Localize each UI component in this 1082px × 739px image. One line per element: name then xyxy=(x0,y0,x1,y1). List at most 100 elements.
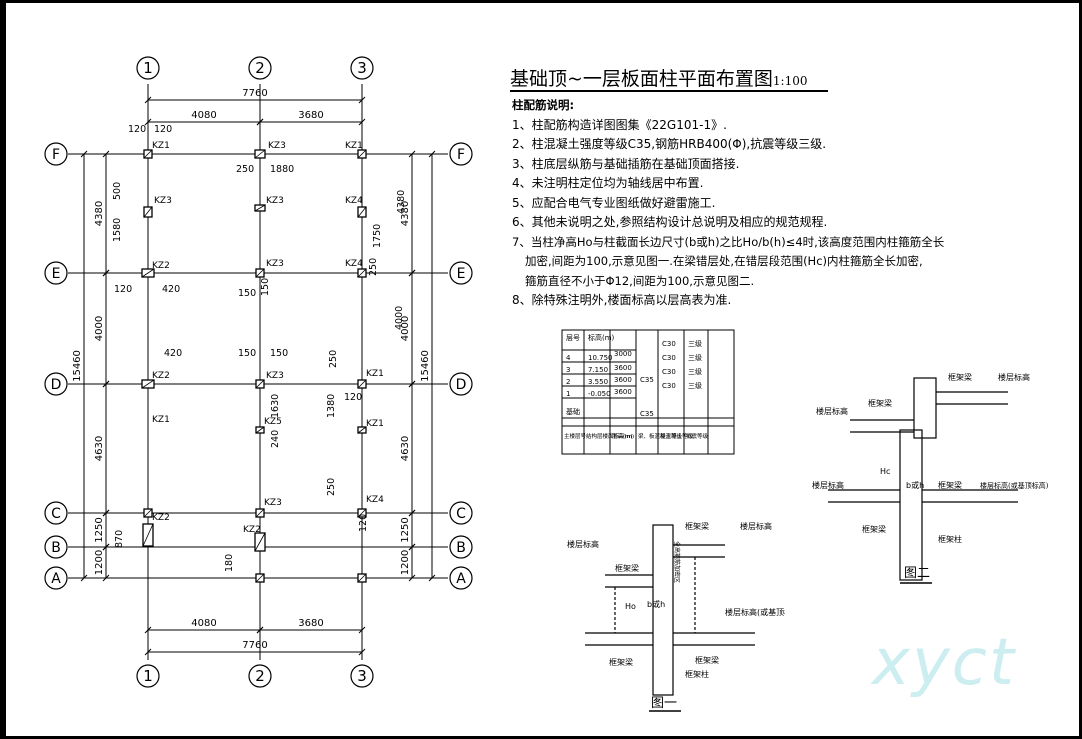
note-item: 3、柱底层纵筋与基础插筋在基础顶面搭接. xyxy=(512,156,740,171)
axis-bubble xyxy=(44,566,68,590)
table-cell: 三级 xyxy=(688,381,702,390)
fig2-label: 框架梁 xyxy=(938,480,962,490)
axis-bubble xyxy=(248,664,272,688)
axis-letter: A xyxy=(456,571,466,587)
fig1-label: 框架梁 xyxy=(609,657,633,667)
title-main: 基础顶~一层板面柱平面布置图 xyxy=(510,68,773,90)
axis-letter: C xyxy=(456,506,466,522)
column-label: KZ1 xyxy=(152,141,170,151)
dimension-text: 4080 xyxy=(191,618,216,629)
note-item: 8、除特殊注明外,楼面标高以层高表为准. xyxy=(512,293,732,307)
plan-dimension: 150 xyxy=(260,278,271,296)
axis-letter: D xyxy=(51,377,62,393)
plan-dimension: 420 xyxy=(164,348,182,359)
table-foot: 结构层楼面标高(m) xyxy=(586,432,634,440)
axis-bubble xyxy=(44,501,68,525)
note-item: 6、其他未说明之处,参照结构设计总说明及相应的规范规程. xyxy=(512,215,828,229)
table-cell: 3600 xyxy=(614,376,632,384)
plan-dimension: 250 xyxy=(328,350,339,368)
table-foot: 梁、板混凝土等级 xyxy=(638,432,683,440)
note-item: 4、未注明柱定位均为轴线居中布置. xyxy=(512,176,704,190)
axis-number: 1 xyxy=(143,667,153,685)
table-hdr: 标高(m) xyxy=(588,333,615,342)
table-cell: C30 xyxy=(662,368,676,376)
axis-bubble xyxy=(449,566,473,590)
dimension-text: 15460 xyxy=(420,350,431,382)
table-cell: C30 xyxy=(662,340,676,348)
dimension-text: 7760 xyxy=(242,640,267,651)
fig2-label: 楼层标高 xyxy=(816,406,848,416)
column-label: KZ4 xyxy=(345,259,363,269)
table-cell: 基础 xyxy=(566,407,580,416)
table-hdr: 层号 xyxy=(566,334,580,342)
axis-bubble xyxy=(449,501,473,525)
fig2-label: Hc xyxy=(880,467,890,476)
dimension-text: 1200 xyxy=(400,550,411,575)
column-label: KZ3 xyxy=(266,259,284,269)
fig2-label: b或h xyxy=(906,480,924,490)
table-cell: 三级 xyxy=(688,367,702,376)
axis-number: 3 xyxy=(357,59,367,77)
axis-letter: E xyxy=(52,266,61,282)
table-cell: C30 xyxy=(662,354,676,362)
dimension-text: 4380 xyxy=(400,201,411,226)
axis-letter: E xyxy=(457,266,466,282)
table-cell: C35 xyxy=(640,376,654,384)
plan-dimension: 150 xyxy=(238,288,256,299)
table-cell: 7.150 xyxy=(588,366,608,374)
axis-number: 3 xyxy=(357,667,367,685)
plan-dimension: 250 xyxy=(236,164,254,175)
table-foot: 层高(m) xyxy=(612,432,633,440)
fig1-label: 框架梁 xyxy=(615,563,639,573)
plan-dimension: 4380 xyxy=(396,190,407,214)
column-label: KZ1 xyxy=(152,415,170,425)
axis-letter: C xyxy=(51,506,61,522)
column-label: KZ4 xyxy=(345,196,363,206)
fig2-label: 框架梁 xyxy=(948,372,972,382)
axis-number: 1 xyxy=(143,59,153,77)
notes-heading: 柱配筋说明: xyxy=(512,98,575,112)
dimension-text: 3680 xyxy=(298,110,323,121)
table-cell: 3600 xyxy=(614,388,632,396)
plan-dimension: 120 xyxy=(358,514,369,532)
table-cell: C35 xyxy=(640,410,654,418)
axis-letter: D xyxy=(456,377,467,393)
drawing-title: 基础顶~一层板面柱平面布置图1:100 xyxy=(510,64,808,91)
fig2-caption: 图二 xyxy=(904,566,930,581)
axis-bubble xyxy=(44,372,68,396)
fig1-label: 楼层标高(或基顶标高) xyxy=(725,607,785,617)
column-label: KZ3 xyxy=(154,196,172,206)
table-cell: 三级 xyxy=(688,353,702,362)
column-label: KZ1 xyxy=(345,141,363,151)
fig1-label: Ho xyxy=(625,602,636,611)
column-label: KZ4 xyxy=(366,495,384,505)
plan-dimension: 120 xyxy=(344,392,362,403)
axis-bubble xyxy=(44,261,68,285)
table-foot: 抗震等级 xyxy=(686,432,709,440)
axis-letter: A xyxy=(51,571,61,587)
column-notes: 柱配筋说明: 1、柱配筋构造详图图集《22G101-1》. 2、柱混凝土强度等级… xyxy=(512,96,962,311)
fig1-label: 框架柱 xyxy=(685,669,709,679)
axis-letter: F xyxy=(457,147,465,163)
axis-bubble xyxy=(44,535,68,559)
table-cell: 3000 xyxy=(614,350,632,358)
axis-bubble xyxy=(136,664,160,688)
table-cell: 2 xyxy=(566,378,570,386)
table-cell: 三级 xyxy=(688,339,702,348)
fig2-label: 框架梁 xyxy=(868,398,892,408)
column-label: KZ3 xyxy=(268,141,286,151)
title-underline xyxy=(510,90,828,92)
fig2-label: 楼层标高 xyxy=(998,372,1030,382)
dimension-text: 1250 xyxy=(400,517,411,542)
fig2-label: 框架梁 xyxy=(862,524,886,534)
plan-dimension: 240 xyxy=(270,430,281,448)
axis-bubble xyxy=(350,664,374,688)
floor-height-table: 层号 标高(m) 4 10.750 3000 3 7.150 3600 2 3.… xyxy=(561,329,735,455)
plan-dimension: 250 xyxy=(326,478,337,496)
column-label: KZ2 xyxy=(152,261,170,271)
table-cell: C30 xyxy=(662,382,676,390)
plan-dimension: 500 xyxy=(112,182,123,200)
fig1-label: 全高箍筋加密区 xyxy=(673,541,681,583)
